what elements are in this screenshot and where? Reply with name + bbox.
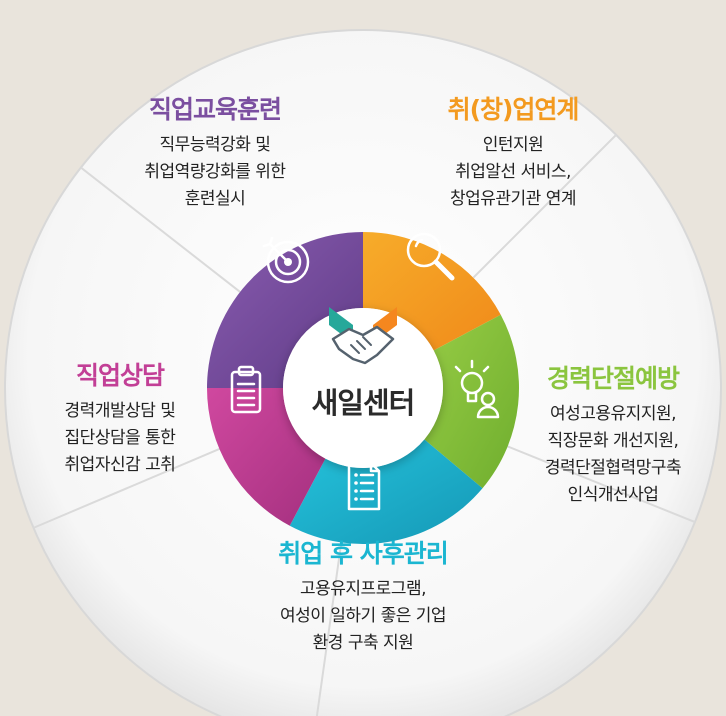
segment-label-training: 직업교육훈련 직무능력강화 및 취업역량강화를 위한 훈련실시 (100, 96, 330, 213)
center-disc (283, 308, 443, 468)
description-line: 여성고용유지지원, (549, 403, 677, 424)
segment-label-employment: 취(창)업연계 인턴지원 취업알선 서비스, 창업유관기관 연계 (398, 96, 628, 213)
center-title: 새일센터 (311, 386, 416, 420)
divider-line (33, 448, 220, 529)
target-icon (262, 236, 310, 284)
description-line: 창업유관기관 연계 (449, 188, 577, 209)
segment-title: 취업 후 사후관리 (278, 539, 448, 568)
ring-segment-training (207, 232, 363, 388)
icons (230, 232, 500, 511)
clipboard-icon (230, 365, 262, 414)
description-line: 취업자신감 고취 (64, 454, 176, 475)
segment-description: 여성고용유지지원, 직장문화 개선지원, 경력단절협력망구축 인식개선사업 (508, 401, 718, 509)
description-line: 훈련실시 (184, 188, 246, 209)
segment-title: 경력단절예방 (546, 364, 680, 393)
magnifier-icon (406, 232, 455, 281)
ring-segment-counseling (207, 388, 326, 526)
segment-description: 인턴지원 취업알선 서비스, 창업유관기관 연계 (398, 132, 628, 213)
description-line: 직장문화 개선지원, (547, 430, 679, 451)
ring-segment-aftercare (289, 439, 483, 544)
divider-line (472, 134, 617, 279)
divider-line (80, 166, 241, 293)
description-line: 취업역량강화를 위한 (144, 161, 286, 182)
segment-title: 취(창)업연계 (447, 95, 580, 124)
dividers (33, 134, 696, 716)
ring-segment-employment (363, 232, 501, 351)
description-line: 경력개발상담 및 (64, 400, 176, 421)
segment-description: 직무능력강화 및 취업역량강화를 위한 훈련실시 (100, 132, 330, 213)
description-line: 취업알선 서비스, (455, 161, 571, 182)
segment-description: 고용유지프로그램, 여성이 일하기 좋은 기업 환경 구축 지원 (228, 576, 498, 657)
divider-line (315, 542, 343, 716)
segment-label-counseling: 직업상담 경력개발상담 및 집단상담을 통한 취업자신감 고취 (20, 362, 220, 479)
description-line: 직무능력강화 및 (159, 134, 271, 155)
description-line: 여성이 일하기 좋은 기업 (279, 605, 447, 626)
description-line: 집단상담을 통한 (64, 427, 176, 448)
description-line: 환경 구축 지원 (312, 632, 414, 653)
description-line: 경력단절협력망구축 (544, 457, 682, 478)
divider-line (507, 445, 696, 524)
segment-label-aftercare: 취업 후 사후관리 고용유지프로그램, 여성이 일하기 좋은 기업 환경 구축 … (228, 540, 498, 657)
segment-label-prevention: 경력단절예방 여성고용유지지원, 직장문화 개선지원, 경력단절협력망구축 인식… (508, 365, 718, 509)
segment-title: 직업교육훈련 (148, 95, 282, 124)
segment-description: 경력개발상담 및 집단상담을 통한 취업자신감 고취 (20, 398, 220, 479)
description-line: 인턴지원 (482, 134, 544, 155)
document-list-icon (347, 461, 381, 511)
description-line: 인식개선사업 (567, 484, 659, 505)
handshake-icon (329, 307, 397, 365)
description-line: 고용유지프로그램, (299, 578, 427, 599)
idea-person-icon (454, 359, 500, 419)
segment-title: 직업상담 (75, 361, 165, 390)
